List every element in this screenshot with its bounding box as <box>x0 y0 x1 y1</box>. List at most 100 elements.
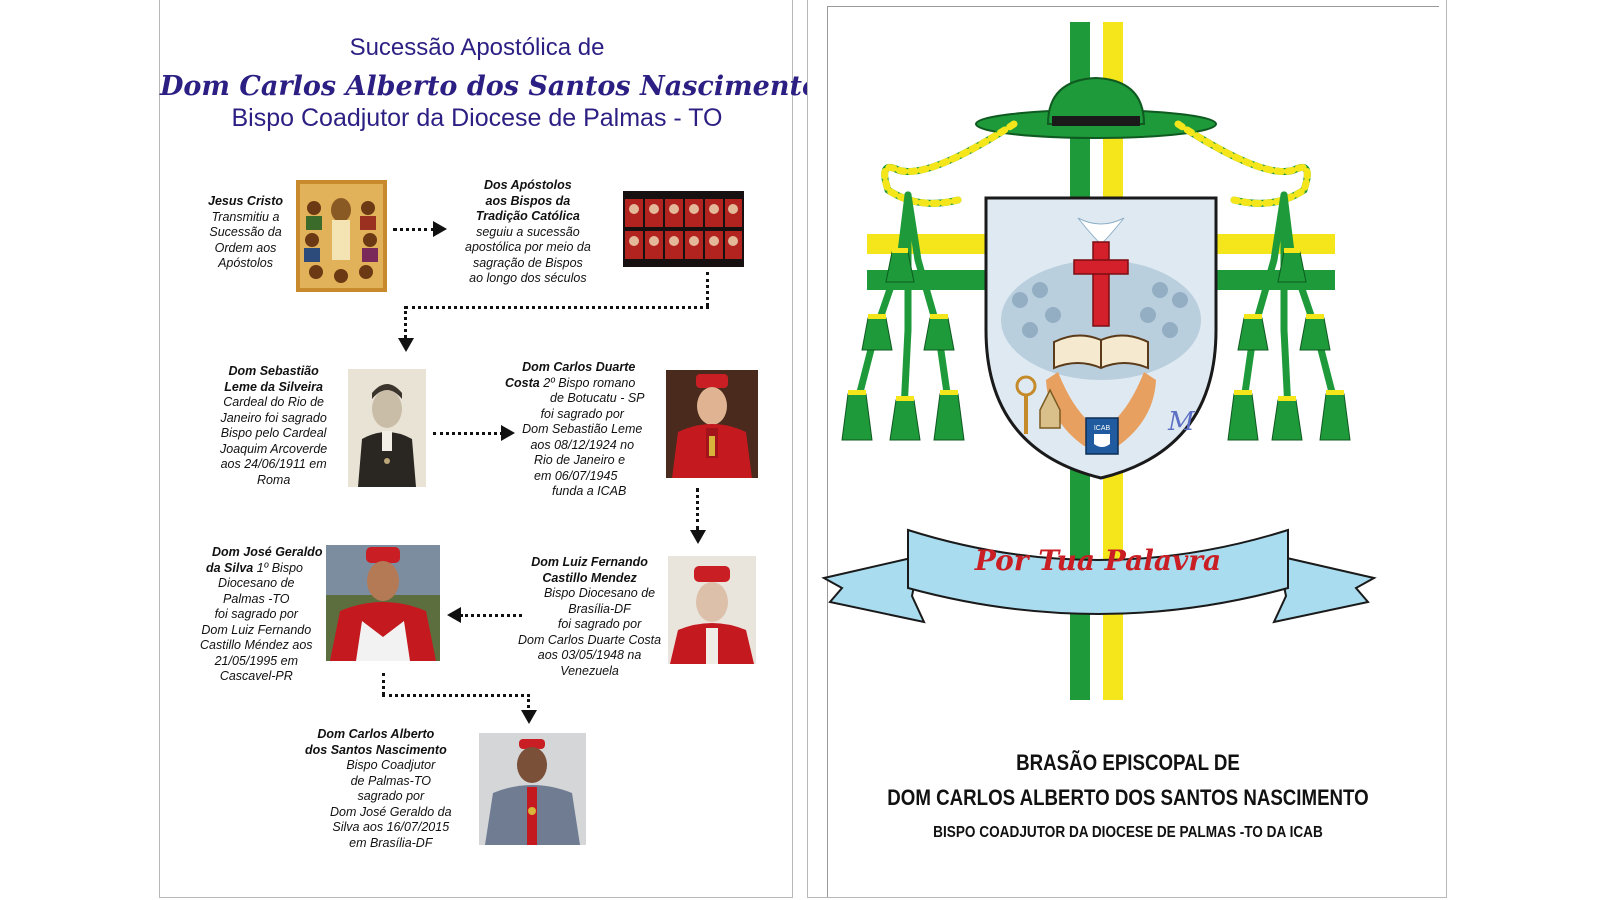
caption-name: Dos Apóstolos <box>484 178 572 192</box>
caption-line: 21/05/1995 em <box>214 653 298 668</box>
crozier-icon <box>1015 375 1037 434</box>
caption-line: seguiu a sucessão <box>476 224 580 239</box>
caption-line: Palmas -TO <box>223 591 290 606</box>
caption-line: Dom Luiz Fernando <box>201 622 312 637</box>
caption-name: Dom Luiz Fernando <box>531 555 648 569</box>
caption-line: aos 08/12/1924 no <box>530 437 635 452</box>
coat-title-line3: BISPO COADJUTOR DA DIOCESE DE PALMAS -TO… <box>933 824 1323 841</box>
arrow-connector <box>696 488 699 530</box>
caption-line: Roma <box>256 472 291 487</box>
caption-name: Dom Carlos Alberto <box>317 727 435 741</box>
arrow-connector <box>460 614 522 617</box>
caption-line: funda a ICAB <box>552 484 627 498</box>
arrow-connector <box>405 306 709 309</box>
caption-line: Apóstolos <box>218 256 273 270</box>
caption-line: sagração de Bispos <box>472 255 583 270</box>
coat-title-line2: DOM CARLOS ALBERTO DOS SANTOS NASCIMENTO <box>887 785 1369 810</box>
caption-name: Costa <box>505 375 540 390</box>
luiz-caption: Dom Luiz Fernando Castillo Mendez Bispo … <box>518 555 661 679</box>
coat-title-line1: BRASÃO EPISCOPAL DE <box>1016 750 1240 775</box>
caption-line: Venezuela <box>560 663 619 678</box>
caption-name: Castillo Mendez <box>542 570 637 585</box>
caption-line: Joaquim Arcoverde <box>220 441 328 456</box>
caption-line: 2º Bispo romano <box>539 375 636 390</box>
carlos-caption: Dom Carlos Alberto dos Santos Nascimento <box>305 727 447 758</box>
duarte-caption: Dom Carlos Duarte Costa 2º Bispo romano <box>505 360 635 391</box>
caption-line: de Botucatu - SP <box>550 391 645 405</box>
caption-line: Dom Sebastião Leme <box>522 422 643 436</box>
caption-line: Bispo Coadjutor <box>346 758 436 772</box>
motto-text: Por Tua Palavra <box>974 544 1221 577</box>
carlos-caption-body: Bispo Coadjutor de Palmas-TO sagrado por… <box>330 758 452 851</box>
caption-line: em 06/07/1945 <box>534 468 618 483</box>
caption-line: Dom Carlos Duarte Costa <box>518 632 662 647</box>
duarte-caption-tail: Rio de Janeiro e em 06/07/1945 funda a I… <box>534 453 626 500</box>
arrow-head <box>447 607 461 623</box>
caption-line: aos 24/06/1911 em <box>220 457 327 471</box>
caption-name: Leme da Silveira <box>224 379 323 394</box>
caption-line: Diocesano de <box>218 576 295 590</box>
shield: ICAB M <box>984 196 1218 480</box>
bishops-collage-image <box>623 191 744 267</box>
icab-shield-icon: ICAB <box>1085 417 1119 455</box>
jose-caption-body: Diocesano de Palmas -TO foi sagrado por … <box>200 576 313 685</box>
caption-name: dos Santos Nascimento <box>305 742 447 757</box>
caption-line: Bispo Diocesano de <box>543 586 656 600</box>
jose-portrait-photo <box>326 545 440 661</box>
duarte-caption-body: de Botucatu - SP foi sagrado por Dom Seb… <box>520 391 645 453</box>
caption-line: Brasília-DF <box>568 601 631 616</box>
succession-page: Sucessão Apostólica de Dom Carlos Albert… <box>159 0 820 898</box>
caption-line: Cardeal do Rio de <box>223 395 324 409</box>
duarte-portrait-photo <box>666 370 758 478</box>
caption-name: Dom José Geraldo <box>212 545 323 559</box>
arrow-connector <box>393 228 435 231</box>
caption-line: Cascavel-PR <box>219 669 293 683</box>
caption-line: Ordem aos <box>214 240 277 255</box>
motto-ribbon: Por Tua Palavra <box>821 528 1377 624</box>
caption-line: Castillo Méndez aos <box>200 638 313 652</box>
apostles-caption: Dos Apóstolos aos Bispos da Tradição Cat… <box>465 178 591 287</box>
dove-icon <box>1077 217 1125 245</box>
caption-line: Silva aos 16/07/2015 <box>332 820 450 834</box>
luiz-portrait-photo <box>668 556 756 664</box>
arrow-connector <box>706 272 709 306</box>
coat-of-arms: ICAB M Por Tua Palavra <box>821 22 1377 700</box>
caption-line: Dom José Geraldo da <box>330 804 452 819</box>
caption-name: aos Bispos da <box>485 193 571 208</box>
caption-line: Sucessão da <box>209 225 282 239</box>
arrow-head <box>398 338 414 352</box>
caption-name: Dom Carlos Duarte <box>522 360 636 374</box>
arrow-head <box>433 221 447 237</box>
caption-line: de Palmas-TO <box>350 773 431 788</box>
caption-line: apostólica por meio da <box>465 240 591 254</box>
leme-portrait-photo <box>348 369 426 487</box>
caption-line: foi sagrado por <box>557 617 642 631</box>
bible-icon <box>1053 334 1149 370</box>
cross-icon <box>1073 241 1129 327</box>
caption-line: Transmitiu a <box>211 209 280 224</box>
caption-line: Janeiro foi sagrado <box>220 410 327 425</box>
icab-label: ICAB <box>1094 425 1111 432</box>
caption-name: Dom Sebastião <box>228 364 319 378</box>
page-title-line3: Bispo Coadjutor da Diocese de Palmas - T… <box>231 104 723 132</box>
jesus-caption: Jesus Cristo Transmitiu a Sucessão da Or… <box>208 194 283 272</box>
caption-line: em Brasília-DF <box>349 835 433 850</box>
arrow-connector <box>404 306 407 338</box>
caption-name: Tradição Católica <box>475 209 580 223</box>
marian-monogram-icon: M <box>1167 407 1196 437</box>
caption-line: Bispo pelo Cardeal <box>220 426 327 440</box>
cords <box>854 120 1338 414</box>
mitre-icon <box>1039 388 1061 429</box>
jose-caption: Dom José Geraldo da Silva 1º Bispo <box>206 545 322 576</box>
leme-caption: Dom Sebastião Leme da Silveira Cardeal d… <box>220 364 327 488</box>
caption-line: foi sagrado por <box>214 607 298 621</box>
caption-line: sagrado por <box>357 789 425 803</box>
caption-name: da Silva <box>206 560 254 575</box>
arrow-connector <box>382 673 385 695</box>
left-tassels <box>841 248 965 441</box>
caption-line: foi sagrado por <box>540 406 624 421</box>
caption-line: Rio de Janeiro e <box>534 453 626 467</box>
arrow-connector <box>382 694 530 697</box>
caption-line: aos 03/05/1948 na <box>537 648 642 662</box>
carlos-portrait-photo <box>479 733 586 845</box>
